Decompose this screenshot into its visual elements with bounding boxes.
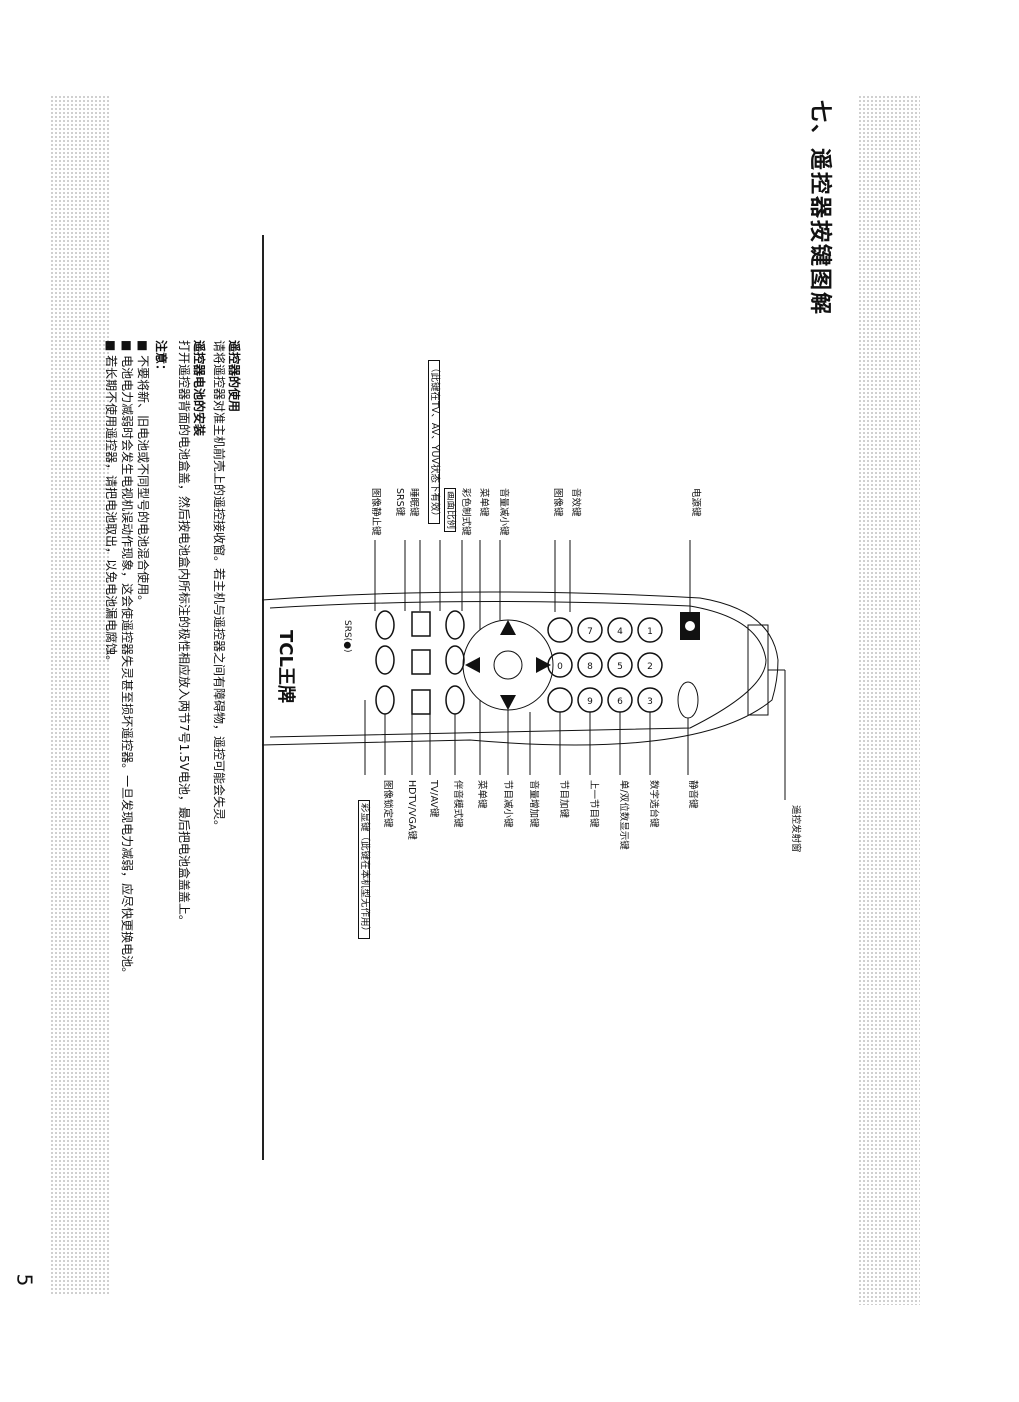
usage-heading: 遥控器的使用 — [227, 340, 241, 413]
label-srs: SRS键 — [394, 488, 405, 517]
scan-texture-left — [50, 95, 110, 1295]
usage-text: 请将遥控器对准主机前壳上的遥控接收窗。若主机与遥控器之间有障碍物，遥控可能会失灵… — [212, 340, 226, 833]
svg-text:2: 2 — [647, 662, 653, 672]
svg-text:6: 6 — [617, 697, 623, 707]
label-program-down: 节目减小键 — [502, 780, 513, 828]
svg-text:5: 5 — [617, 662, 623, 672]
divider-line — [262, 235, 264, 1160]
label-color-mode: 彩色制式键 — [460, 488, 471, 536]
label-single-double: 单/双位数显示键 — [618, 780, 629, 850]
svg-text:7: 7 — [587, 627, 593, 637]
note-item-3: ■ 若长期不使用遥控器，请把电池取出，以免电池漏电腐蚀。 — [104, 340, 118, 668]
svg-text:8: 8 — [587, 662, 593, 672]
note-item-1: ■ 不要将新、旧电池或不同型号的电池混合使用。 — [136, 340, 150, 608]
label-sleep: 睡眠键 — [408, 488, 419, 517]
label-num-select: 数字选台键 — [648, 780, 659, 828]
label-recall: 上一节目键 — [588, 780, 599, 828]
label-picture: 图像键 — [552, 488, 563, 517]
label-mode: 音效键 — [570, 488, 581, 517]
label-volume-down: 音量减小键 — [498, 488, 509, 536]
svg-text:0: 0 — [557, 662, 563, 672]
battery-text: 打开遥控器背面的电池盒盖，然后按电池盒内所标注的极性相应放入两节7号1.5V电池… — [177, 340, 191, 927]
label-tv-av: TV/AV键 — [428, 780, 439, 818]
label-picture-mode: 伴音模式键 — [452, 780, 463, 828]
svg-text:1: 1 — [647, 627, 653, 637]
battery-heading: 遥控器电池的安装 — [192, 340, 206, 437]
label-anti-glare: 彩显键（此键在本机型无作用） — [358, 800, 370, 940]
svg-text:3: 3 — [647, 697, 653, 707]
notes-heading: 注意： — [154, 340, 168, 377]
label-ir-window: 遥控发射窗 — [790, 805, 801, 853]
scan-texture-right — [858, 95, 920, 1305]
brand-logo: TCL王牌 — [275, 630, 296, 703]
note-item-2-text: 电池电力减弱时会发生电视机误动作现象，这会使遥控器失灵甚至损坏遥控器。一旦发现电… — [120, 355, 134, 980]
svg-text:9: 9 — [587, 697, 593, 707]
label-hdtv-vga: HDTV/VGA键 — [406, 780, 417, 840]
label-menu-left: 菜单键 — [478, 488, 489, 517]
note-item-3-text: 若长期不使用遥控器，请把电池取出，以免电池漏电腐蚀。 — [104, 355, 118, 668]
svg-text:4: 4 — [617, 627, 623, 637]
label-volume-up: 音量增加键 — [528, 780, 539, 828]
note-item-1-text: 不要将新、旧电池或不同型号的电池混合使用。 — [136, 355, 150, 608]
label-screen-note: （此键在TV、AV、YUV状态下有效） — [428, 360, 440, 524]
label-menu: 菜单键 — [476, 780, 487, 809]
label-screen-mode: 画面比例 — [444, 488, 456, 533]
label-channel-up: 节目加键 — [558, 780, 569, 819]
label-power: 电源键 — [690, 488, 701, 517]
label-image-up: 图像静止键 — [370, 488, 381, 536]
page-number: 5 — [12, 1273, 37, 1287]
label-mute: 静音键 — [687, 780, 698, 809]
note-item-2: ■ 电池电力减弱时会发生电视机误动作现象，这会使遥控器失灵甚至损坏遥控器。一旦发… — [120, 340, 134, 980]
srs-logo: SRS(●) — [342, 620, 352, 653]
label-image-lock: 图像锁定键 — [382, 780, 393, 828]
